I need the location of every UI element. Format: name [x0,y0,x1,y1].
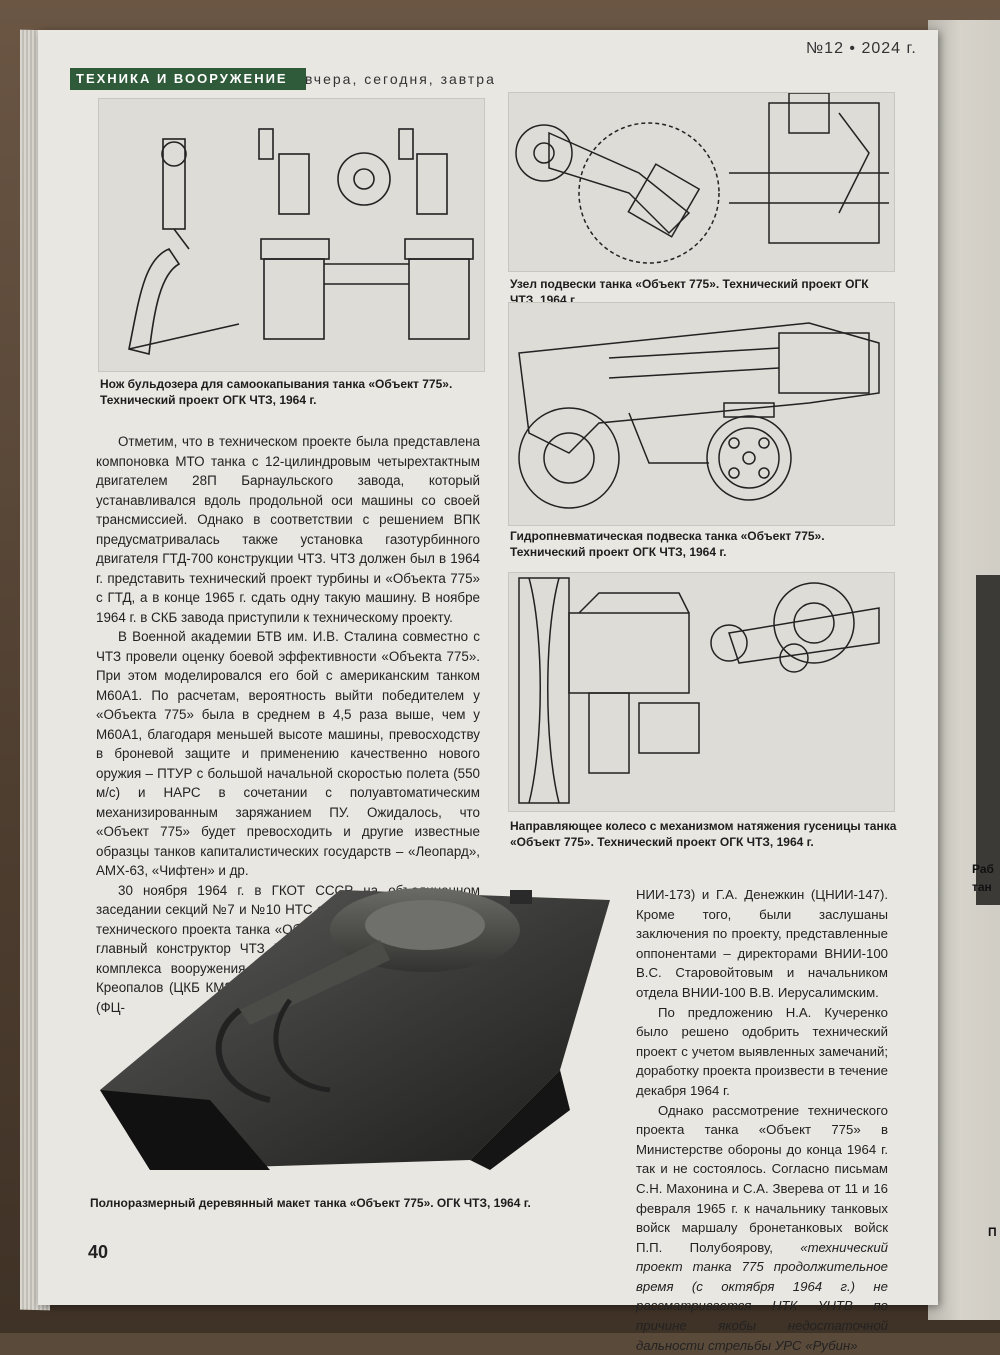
right-paragraph-2: По предложению Н.А. Кучеренко было решен… [636,1004,888,1098]
hydropneumatic-drawing [518,322,880,509]
paragraph-1: Отметим, что в техническом проекте была … [96,434,480,625]
caption-idler-wheel: Направляющее колесо с механизмом натяжен… [510,819,897,849]
figure-bulldozer-blade [98,98,485,372]
figure-idler-wheel [508,572,895,812]
facing-page-fragment-2: тан [972,880,992,894]
facing-page: Раб тан П [928,20,1000,1320]
right-paragraph-1: НИИ-173) и Г.А. Денежкин (ЦНИИ-147). Кро… [636,887,888,1000]
idler-wheel-drawing [518,577,880,804]
caption-wooden-mockup: Полноразмерный деревянный макет танка «О… [90,1196,531,1210]
suspension-unit-drawing [515,93,889,264]
article-text-right: НИИ-173) и Г.А. Денежкин (ЦНИИ-147). Кро… [636,885,888,1355]
figure-suspension-unit [508,92,895,272]
right-paragraph-3: Однако рассмотрение технического проекта… [636,1101,888,1355]
right-paragraph-3-text: Однако рассмотрение технического проекта… [636,1102,888,1255]
facing-page-photo [976,575,1000,905]
paragraph-2: В Военной академии БТВ им. И.В. Сталина … [96,629,480,878]
figure-wooden-mockup-photo [90,870,630,1180]
section-subtitle: вчера, сегодня, завтра [305,71,496,87]
figure-hydropneumatic-suspension [508,302,895,526]
issue-number: №12 • 2024 г. [806,40,917,57]
bulldozer-drawing [128,128,474,355]
section-title: ТЕХНИКА И ВООРУЖЕНИЕ [70,68,306,90]
tank-mockup-image [100,888,610,1170]
caption-bulldozer: Нож бульдозера для самоокапывания танка … [100,377,453,407]
page-number: 40 [88,1242,109,1262]
right-paragraph-3-quote: «технический проект танка 775 продолжите… [636,1239,888,1353]
caption-hydropneumatic: Гидропневматическая подвеска танка «Объе… [510,529,825,559]
facing-page-fragment-1: Раб [972,862,994,876]
facing-page-fragment-3: П [988,1225,997,1239]
